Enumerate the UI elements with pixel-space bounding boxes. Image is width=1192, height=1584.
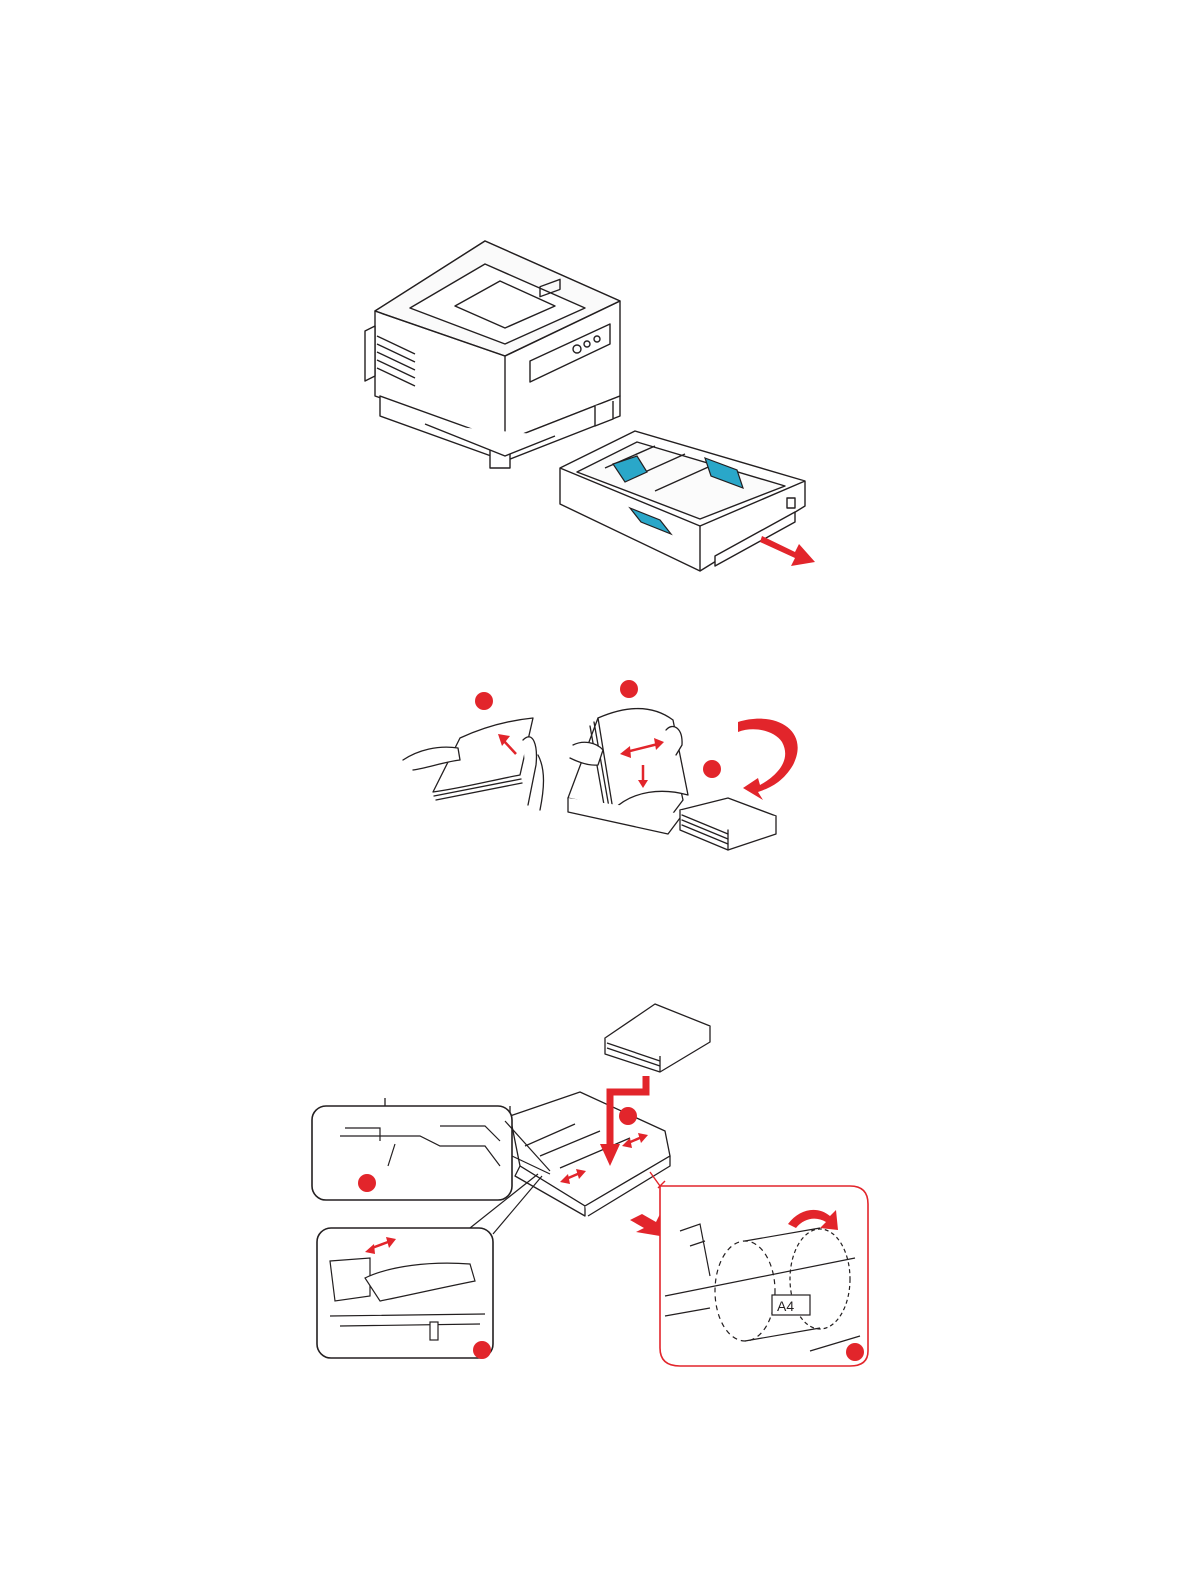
fanning-paper: [403, 718, 544, 810]
step-marker-5: [473, 1341, 491, 1359]
left-hand-2: [570, 742, 603, 765]
step-marker-2: [620, 680, 638, 698]
callout-max-fill-mark: [312, 1106, 512, 1200]
step-marker-3: [703, 760, 721, 778]
step-marker-4: [358, 1174, 376, 1192]
paper-ream: [680, 798, 776, 850]
size-dial-text: A4: [777, 1298, 794, 1314]
curved-arrow: [738, 719, 798, 800]
ream-above-tray: [605, 1004, 710, 1072]
push-tray-arrow: [630, 1214, 660, 1236]
printer-tray-figure: [355, 236, 825, 581]
step-marker-6: [846, 1343, 864, 1361]
step-marker-7: [619, 1107, 637, 1125]
prepare-paper-figure: [398, 670, 818, 860]
load-paper-figure: A4: [310, 996, 875, 1371]
callout-adjust-guide: [317, 1228, 493, 1359]
paper-tray-illustration: [560, 431, 805, 571]
callout-size-dial: A4: [650, 1172, 868, 1366]
printer-illustration: [365, 241, 620, 468]
aligning-paper: [568, 708, 688, 834]
step-marker-1: [475, 692, 493, 710]
right-hand: [523, 737, 536, 805]
pull-out-arrow: [760, 536, 815, 566]
